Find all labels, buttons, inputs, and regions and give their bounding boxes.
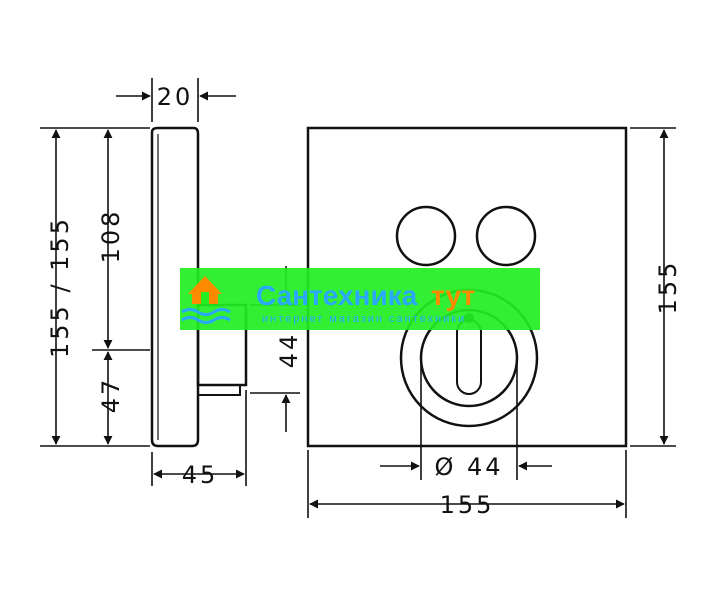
dim-lower-height: 47 xyxy=(97,377,125,414)
dim-knob-diameter: Ø 44 xyxy=(434,453,503,481)
push-button-right[interactable] xyxy=(475,205,537,267)
dim-depth-top: 20 xyxy=(157,83,194,111)
watermark-band xyxy=(180,268,540,330)
dim-body-height: 44 xyxy=(275,332,303,369)
knob-grip xyxy=(456,319,482,395)
dim-width-bottom: 155 xyxy=(440,491,495,519)
push-button-left[interactable] xyxy=(395,205,457,267)
house-logo-icon xyxy=(181,276,231,324)
dim-upper-height: 108 xyxy=(97,209,125,264)
watermark-title: Сантехника тут xyxy=(256,280,475,311)
watermark-subtitle: интернет магазин сантехники xyxy=(262,313,466,325)
side-plate-outline xyxy=(150,126,200,448)
side-view xyxy=(150,126,248,448)
dim-body-depth: 45 xyxy=(182,461,219,489)
dimension-lines xyxy=(40,78,676,518)
side-spindle xyxy=(197,384,241,396)
dim-right-height: 155 xyxy=(654,260,682,315)
watermark: Сантехника тут интернет магазин сантехни… xyxy=(180,268,540,330)
watermark-title-accent: тут xyxy=(431,280,475,311)
dim-height-left: 155 / 155 xyxy=(46,216,74,358)
watermark-title-main: Сантехника xyxy=(256,280,418,311)
